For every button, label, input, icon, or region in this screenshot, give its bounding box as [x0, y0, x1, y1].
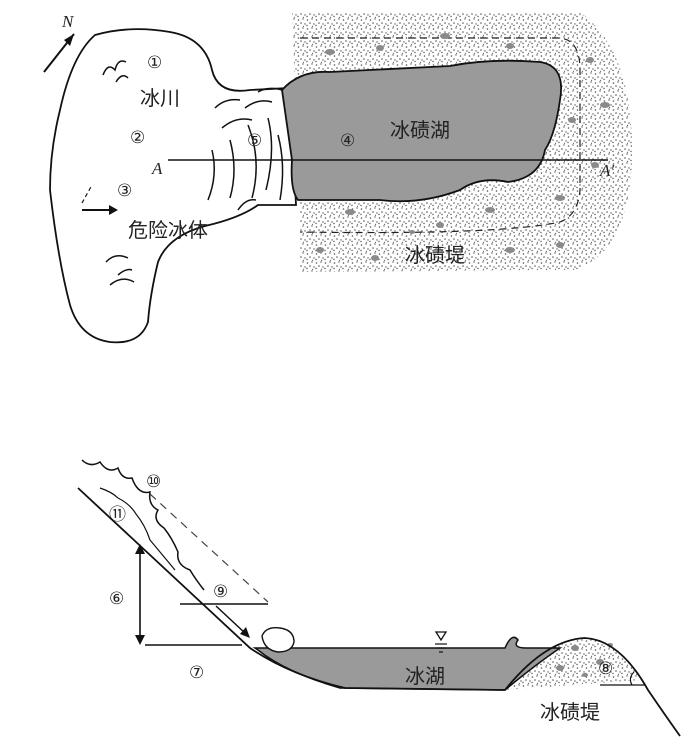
moraine-lake [281, 59, 562, 203]
label-two: ② [130, 128, 145, 148]
ground-profile [77, 487, 681, 737]
section-view: ⑩ ⑪ ⑥ ⑨ ⑦ 冰湖 ⑧ 冰碛堤 [77, 459, 681, 737]
height-arrow-icon [135, 544, 145, 645]
label-danger-ice: 危险冰体 [128, 218, 208, 242]
moraine-dashed-boundary [299, 37, 581, 234]
label-five: ⑤ [247, 131, 262, 151]
label-glacier-num: ① [147, 53, 162, 73]
label-seven: ⑦ [189, 663, 204, 683]
glacier-inner-line [99, 487, 176, 571]
label-section-a: A [151, 159, 163, 178]
plan-view: N [43, 12, 632, 344]
north-label: N [61, 12, 75, 31]
dashed-projection [149, 493, 269, 603]
label-four: ④ [340, 131, 355, 151]
label-nine: ⑨ [213, 582, 228, 602]
glacier-outline [49, 28, 297, 344]
label-ten: ⑩ [146, 472, 161, 492]
label-moraine-lake: 冰碛湖 [390, 118, 450, 142]
label-six: ⑥ [109, 589, 124, 609]
label-section-a-prime: A′ [599, 161, 614, 180]
label-eight: ⑧ [598, 659, 613, 679]
label-glacier: 冰川 [140, 86, 180, 110]
label-three: ③ [117, 181, 132, 201]
north-arrow-icon: N [43, 12, 75, 73]
label-eleven: ⑪ [109, 505, 126, 525]
water-level-icon [434, 631, 448, 653]
ice-block [261, 626, 295, 653]
label-moraine-dam: 冰碛堤 [405, 243, 465, 267]
section-moraine [505, 638, 640, 690]
section-moraine-pebbles [556, 643, 613, 677]
danger-arrow-icon [81, 184, 118, 215]
glacier-surface [81, 459, 205, 591]
moraine-pebbles [316, 33, 610, 261]
collapse-arrow-icon [215, 605, 250, 638]
label-section-moraine: 冰碛堤 [540, 700, 600, 724]
slope-angle-mark [629, 671, 635, 686]
label-ice-lake: 冰湖 [405, 664, 445, 688]
